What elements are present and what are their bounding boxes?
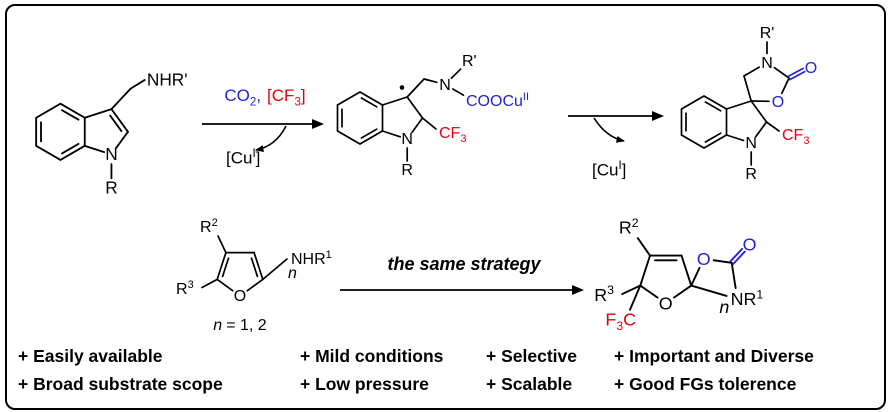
bullet-mild-conditions: + Mild conditions — [300, 346, 444, 366]
n-substituent-label: R — [105, 177, 117, 197]
carbonyl-oxygen-label: O — [743, 234, 757, 254]
reactant-indole-structure: NHR' N R — [35, 69, 188, 197]
carbamate-nitrogen-label: N — [439, 77, 451, 94]
cf3-group-label: CF3 — [439, 125, 466, 145]
reaction-arrow-3: the same strategy — [338, 254, 590, 306]
repeat-n-label: n — [719, 297, 729, 317]
indole-bonds — [35, 79, 146, 180]
furan-oxygen-label: O — [659, 294, 673, 314]
ring-nitrogen-label: N — [401, 131, 413, 148]
n-substituent-label: R — [745, 166, 757, 183]
radical-dot — [399, 85, 405, 90]
ring-oxygen-label: O — [772, 94, 784, 111]
cf3-group-label: F3C — [605, 309, 636, 332]
furan-bonds — [201, 235, 288, 292]
co2-label: CO2, — [224, 86, 262, 109]
furan-reactant-structure: R2 R3 O n NHR1 n= 1, 2 — [176, 217, 332, 334]
amine-nhr1-label: NHR1 — [291, 249, 332, 268]
bullet-fg-tolerance: + Good FGs tolerence — [614, 374, 797, 394]
oxazolidinone-nitrogen-label: N — [761, 55, 773, 72]
amine-nhr-label: NHR' — [147, 69, 188, 89]
bullet-selective: + Selective — [486, 346, 577, 366]
arrowhead — [652, 111, 664, 121]
n-equals-label: n= 1, 2 — [213, 317, 266, 334]
bullet-broad-scope: + Broad substrate scope — [18, 374, 223, 394]
bullet-important-diverse: + Important and Diverse — [614, 346, 814, 366]
carbonyl-double-bond — [787, 67, 806, 81]
strategy-label: the same strategy — [387, 254, 541, 274]
r3-substituent-label: R3 — [594, 283, 614, 305]
reagents-label: CO2,[CF3] — [198, 86, 332, 112]
arrowhead — [572, 285, 584, 295]
carbonyl-double-bond — [729, 247, 746, 266]
scheme-border — [5, 4, 886, 410]
r2-substituent-label: R2 — [619, 216, 639, 238]
ring-nitrogen-nr1-label: NR1 — [731, 288, 764, 310]
repeat-n-label: n — [288, 265, 297, 282]
coo-copper-label: COOCuII — [466, 91, 529, 110]
spirooxazolidinone-product-structure: R' N O O CF3 N R — [680, 25, 817, 183]
cf3-reagent-label: [CF3] — [267, 86, 306, 109]
arrow-1-graphic — [202, 119, 324, 152]
catalyst-cu-label: [CuI] — [592, 160, 627, 180]
r-prime-label: R' — [462, 53, 477, 70]
ring-nitrogen-label: N — [105, 144, 117, 164]
product-bonds — [621, 237, 737, 311]
bullet-low-pressure: + Low pressure — [300, 374, 429, 394]
r2-substituent-label: R2 — [200, 217, 218, 236]
r-prime-label: R' — [760, 25, 775, 42]
n-substituent-label: R — [401, 162, 413, 179]
spirofuran-product-structure: R2 R3 F3C O O O n NR1 — [594, 216, 764, 333]
ring-nitrogen-label: N — [745, 135, 757, 152]
arrowhead — [312, 119, 324, 129]
product-bonds — [680, 41, 790, 166]
copper-carbamate-intermediate-structure: N R' COOCuII CF3 N R — [336, 53, 529, 179]
arrow-3-graphic — [340, 285, 584, 295]
catalyst-curve-arrow — [255, 125, 287, 152]
intermediate-bonds — [336, 68, 465, 162]
bullet-scalable: + Scalable — [486, 374, 573, 394]
catalyst-curve-arrow — [593, 117, 625, 143]
catalyst-cu-label: [CuI] — [226, 148, 261, 168]
arrow-2-graphic — [568, 111, 664, 143]
ring-oxygen-label: O — [697, 249, 711, 269]
bullet-easily-available: + Easily available — [18, 346, 163, 366]
carbonyl-oxygen-label: O — [805, 60, 817, 77]
cf3-group-label: CF3 — [782, 127, 809, 147]
reaction-arrow-2: [CuI] — [566, 104, 676, 184]
furan-oxygen-label: O — [234, 288, 246, 305]
r3-substituent-label: R3 — [176, 279, 194, 298]
reaction-arrow-1: CO2,[CF3] [CuI] — [198, 86, 332, 178]
